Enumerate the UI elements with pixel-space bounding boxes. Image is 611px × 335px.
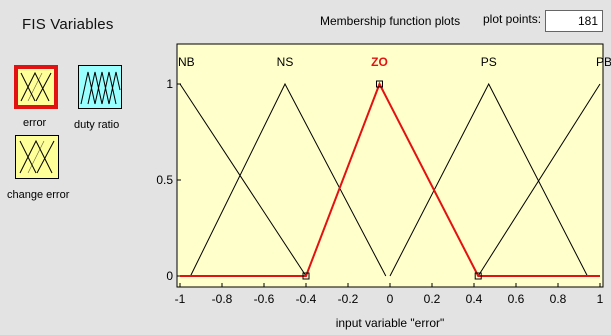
variable-change-error-label: change error [7, 189, 70, 201]
y-tick-label: 0.5 [156, 173, 173, 187]
output-mf-icon [79, 66, 121, 108]
input-mf-icon [18, 69, 54, 105]
x-tick-label: -0.8 [212, 292, 233, 306]
mf-curve-nb[interactable] [179, 83, 307, 277]
mf-curve-zo[interactable] [180, 81, 600, 277]
variable-duty-ratio-label: duty ratio [74, 119, 120, 131]
x-tick-label: 1 [597, 292, 604, 306]
mf-curve-ns[interactable] [190, 82, 387, 277]
y-tick-label: 0 [166, 269, 173, 283]
input-mf-icon [16, 136, 58, 178]
mf-label-ns[interactable]: NS [277, 55, 294, 69]
x-tick-label: 0.6 [508, 292, 525, 306]
mf-label-ps[interactable]: PS [481, 55, 497, 69]
membership-plots-title: Membership function plots [320, 14, 461, 28]
variable-duty-ratio-box[interactable] [78, 65, 122, 109]
plot-points-label: plot points: [483, 12, 542, 26]
mf-label-zo[interactable]: ZO [371, 55, 388, 69]
x-tick-label: 0.8 [550, 292, 567, 306]
x-axis-label: input variable "error" [336, 316, 445, 330]
variable-error-box[interactable] [14, 65, 58, 109]
x-tick-label: -1 [175, 292, 186, 306]
variable-error-label: error [23, 117, 47, 129]
x-tick-label: 0.4 [466, 292, 483, 306]
x-tick-label: -0.4 [296, 292, 317, 306]
mf-handle[interactable] [302, 272, 310, 280]
plot-area [176, 43, 604, 288]
x-tick-label: -0.2 [338, 292, 359, 306]
x-tick-label: 0.2 [424, 292, 441, 306]
plot-points-input[interactable] [545, 10, 603, 32]
x-tick-label: -0.6 [254, 292, 275, 306]
mf-curve-ps[interactable] [389, 82, 588, 277]
mf-curve-pb[interactable] [477, 83, 601, 277]
mf-handle[interactable] [474, 272, 482, 280]
fis-variables-title: FIS Variables [22, 16, 114, 33]
mf-label-nb[interactable]: NB [178, 55, 195, 69]
x-tick-label: 0 [387, 292, 394, 306]
y-tick-label: 1 [166, 77, 173, 91]
mf-label-pb[interactable]: PB [596, 55, 611, 69]
variable-change-error-box[interactable] [15, 135, 59, 179]
mf-handle[interactable] [376, 80, 383, 88]
